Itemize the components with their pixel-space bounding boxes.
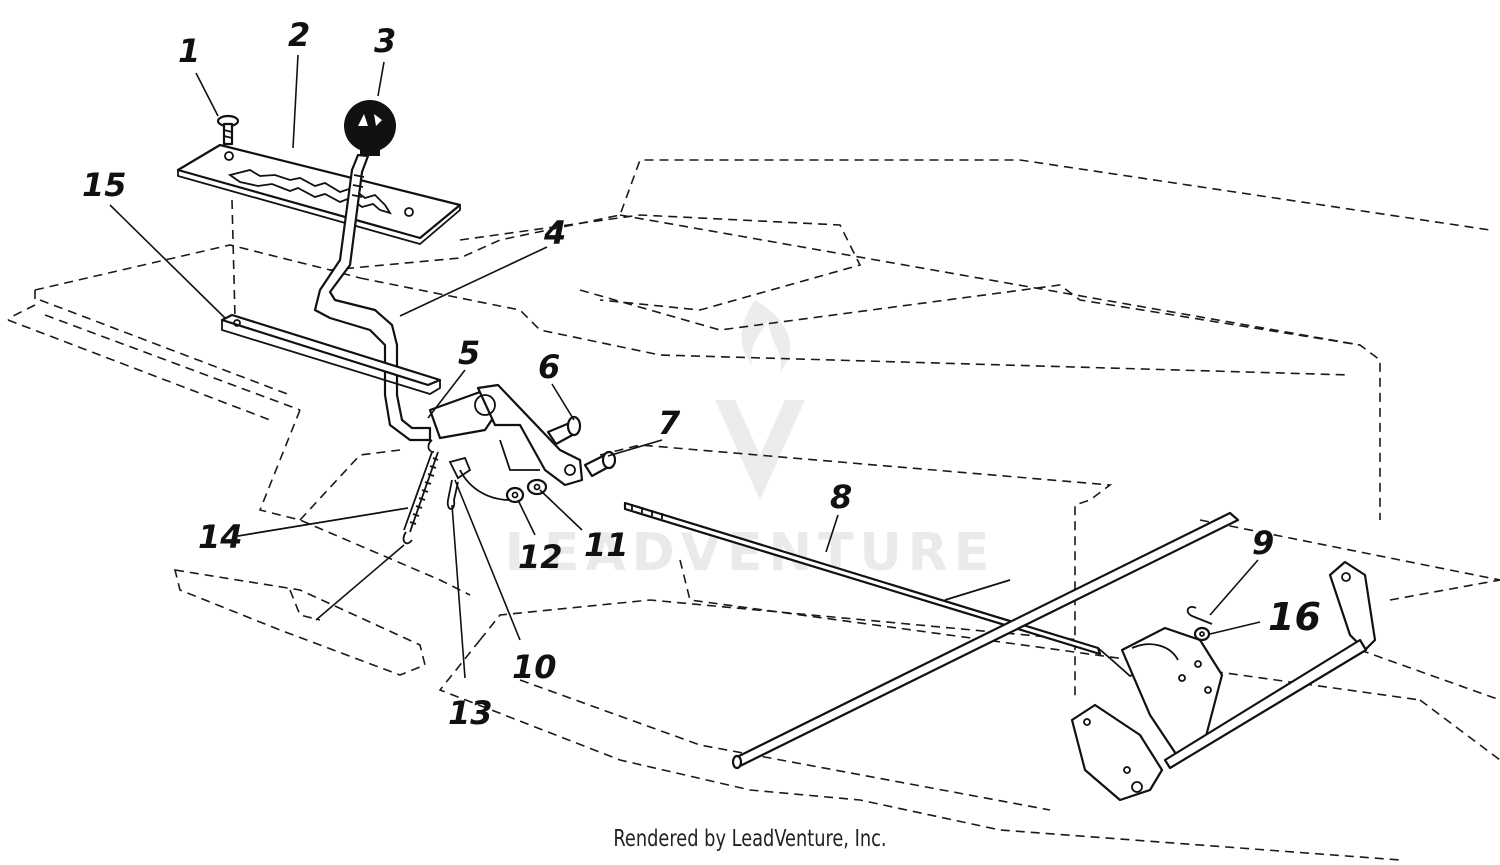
- callout-16: 16: [1268, 595, 1321, 639]
- part-13-cotter-pin: [446, 479, 459, 510]
- callout-7: 7: [658, 404, 681, 442]
- quadrant-plate-lower: [1070, 703, 1164, 802]
- part-5-bellcrank: [428, 383, 584, 487]
- pivot-arm: [1163, 560, 1377, 770]
- part-11-washer: [526, 478, 548, 496]
- part-12-nut: [505, 486, 525, 504]
- leader-9: [1209, 559, 1259, 616]
- part-4-shift-lever: [313, 153, 432, 442]
- part-6-shoulder-bolt: [546, 415, 582, 446]
- leader-8: [825, 514, 839, 553]
- leader-14b: [237, 507, 409, 537]
- seat-bracket-outline: [173, 569, 426, 676]
- tractor-body-outline: [7, 159, 1500, 861]
- callout-12: 12: [518, 538, 563, 576]
- part-10-quadrant-arc: [448, 456, 511, 501]
- callout-2: 2: [288, 16, 310, 54]
- callout-13: 13: [448, 694, 493, 732]
- watermark: LEADVENTURE: [505, 300, 996, 583]
- leader-7: [607, 439, 663, 457]
- part-2-shift-plate: [176, 143, 462, 245]
- leader-15: [109, 204, 226, 319]
- leader-4: [399, 246, 548, 317]
- rear-shaft: [731, 511, 1240, 770]
- part-9-cotter-pin: [1186, 606, 1213, 625]
- leader-2: [292, 54, 299, 149]
- callout-9: 9: [1252, 524, 1274, 562]
- quadrant-plate-upper: [1120, 626, 1224, 762]
- leader-13: [451, 504, 466, 679]
- leader-lines: [109, 54, 1261, 679]
- render-credit: Rendered by LeadVenture, Inc.: [613, 826, 887, 852]
- part-16-washer: [1193, 626, 1211, 642]
- callout-10: 10: [512, 648, 557, 686]
- part-7-bolt: [583, 450, 617, 478]
- leader-16: [1209, 621, 1261, 635]
- callout-4: 4: [543, 214, 566, 252]
- leader-6: [551, 383, 575, 421]
- callout-15: 15: [82, 166, 127, 204]
- part-3-knob: [344, 100, 396, 156]
- leader-3: [377, 61, 385, 97]
- leader-5: [427, 369, 466, 419]
- callout-5: 5: [458, 334, 480, 372]
- callout-labels: 1 2 3 4 5 6 7 8 9 10 11 12 13 14 15 16: [82, 16, 1321, 732]
- leader-1: [195, 72, 219, 117]
- part-15-bracket: [220, 199, 442, 395]
- leader-10: [454, 479, 521, 641]
- callout-1: 1: [178, 32, 200, 70]
- callout-6: 6: [538, 348, 560, 386]
- part-8-rod: [623, 501, 1141, 678]
- callout-11: 11: [584, 526, 629, 564]
- part-14-spring: [402, 439, 439, 545]
- callout-3: 3: [374, 22, 396, 60]
- watermark-logo-icon: [715, 300, 805, 500]
- leader-14c: [315, 544, 405, 621]
- leader-11: [539, 489, 583, 531]
- callout-8: 8: [830, 478, 852, 516]
- leader-12: [517, 499, 536, 536]
- part-1-screw: [216, 114, 240, 146]
- watermark-text: LEADVENTURE: [505, 523, 996, 583]
- callout-14: 14: [198, 518, 243, 556]
